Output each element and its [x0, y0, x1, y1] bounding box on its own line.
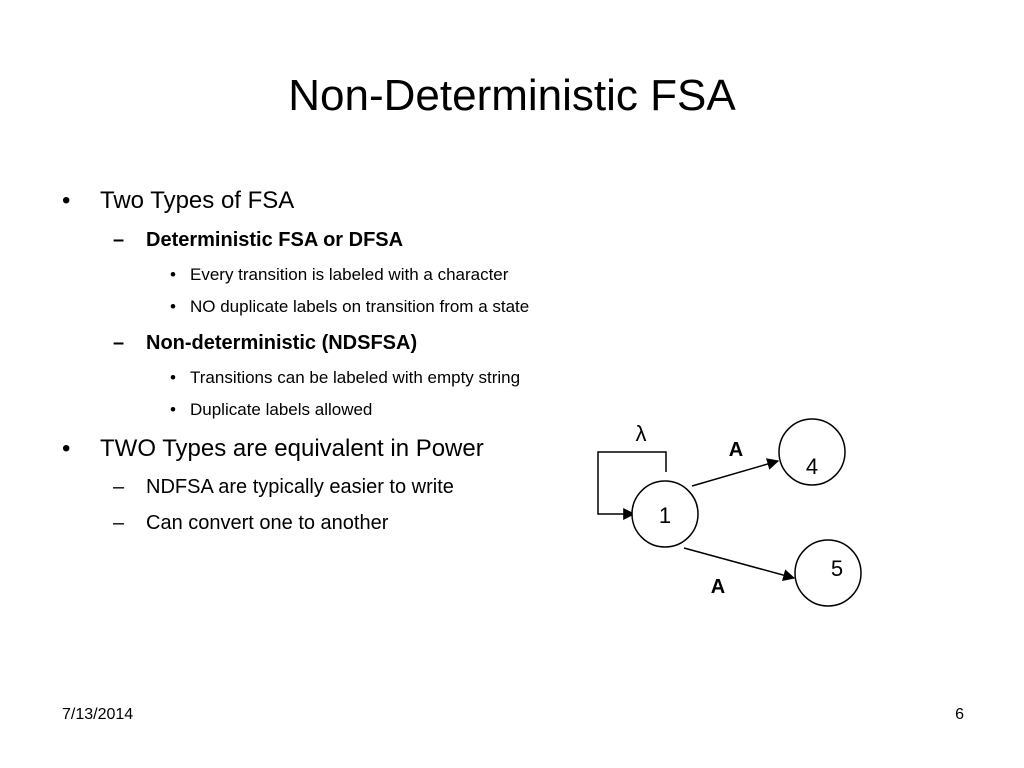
- transition-1-to-4: [691, 458, 780, 487]
- slide-title: Non-Deterministic FSA: [288, 71, 736, 120]
- bullet-marker: •: [170, 368, 176, 387]
- self-loop-transition: [597, 451, 667, 520]
- bullet-two-types: • Two Types of FSA: [62, 187, 294, 215]
- transition-1-to-5: [683, 547, 796, 581]
- state-4-circle: [778, 418, 846, 486]
- dash-marker: –: [113, 512, 125, 534]
- dash-marker: –: [113, 476, 125, 498]
- sub-bullet-text: Can convert one to another: [146, 512, 389, 534]
- slide-number: 6: [955, 706, 964, 723]
- sub-bullet-convert: – Can convert one to another: [113, 512, 388, 535]
- detail-bullet-text: NO duplicate labels on transition from a…: [190, 297, 530, 316]
- transition-label-a-lower: A: [711, 576, 725, 598]
- sub-bullet-dfsa: – Deterministic FSA or DFSA: [113, 229, 403, 252]
- detail-bullet-duplicates-allowed: • Duplicate labels allowed: [170, 400, 372, 420]
- bullet-marker: •: [170, 265, 176, 284]
- detail-bullet-text: Duplicate labels allowed: [190, 400, 373, 419]
- state-1: 1: [631, 480, 699, 548]
- state-1-label: 1: [659, 503, 671, 528]
- detail-bullet-text: Every transition is labeled with a chara…: [190, 265, 509, 284]
- state-5-label: 5: [831, 556, 843, 581]
- lambda-label: λ: [636, 421, 647, 446]
- bullet-marker: •: [170, 400, 176, 419]
- bullet-marker: •: [170, 297, 176, 316]
- bullet-text: Two Types of FSA: [100, 187, 295, 214]
- detail-bullet-no-duplicates: • NO duplicate labels on transition from…: [170, 297, 529, 317]
- footer-date: 7/13/2014: [62, 706, 134, 723]
- bullet-text: TWO Types are equivalent in Power: [100, 435, 484, 462]
- detail-bullet-empty-string: • Transitions can be labeled with empty …: [170, 368, 520, 388]
- bullet-equivalent-power: • TWO Types are equivalent in Power: [62, 435, 484, 463]
- state-4: 4: [778, 418, 846, 486]
- dash-marker: –: [113, 332, 125, 354]
- sub-bullet-text: NDFSA are typically easier to write: [146, 476, 454, 498]
- detail-bullet-every-transition: • Every transition is labeled with a cha…: [170, 265, 508, 285]
- sub-bullet-text: Deterministic FSA or DFSA: [146, 229, 404, 251]
- bullet-marker: •: [62, 187, 71, 214]
- fsa-diagram: λ A A 1 4 5: [597, 418, 862, 607]
- sub-bullet-ndsfsa: – Non-deterministic (NDSFSA): [113, 332, 417, 355]
- state-1-circle: [631, 480, 699, 548]
- bullet-marker: •: [62, 435, 71, 462]
- detail-bullet-text: Transitions can be labeled with empty st…: [190, 368, 521, 387]
- transition-label-a-upper: A: [729, 439, 743, 461]
- sub-bullet-easier-to-write: – NDFSA are typically easier to write: [113, 476, 454, 499]
- state-5: 5: [794, 539, 862, 607]
- state-4-label: 4: [806, 454, 818, 479]
- sub-bullet-text: Non-deterministic (NDSFSA): [146, 332, 418, 354]
- dash-marker: –: [113, 229, 125, 251]
- state-5-circle: [794, 539, 862, 607]
